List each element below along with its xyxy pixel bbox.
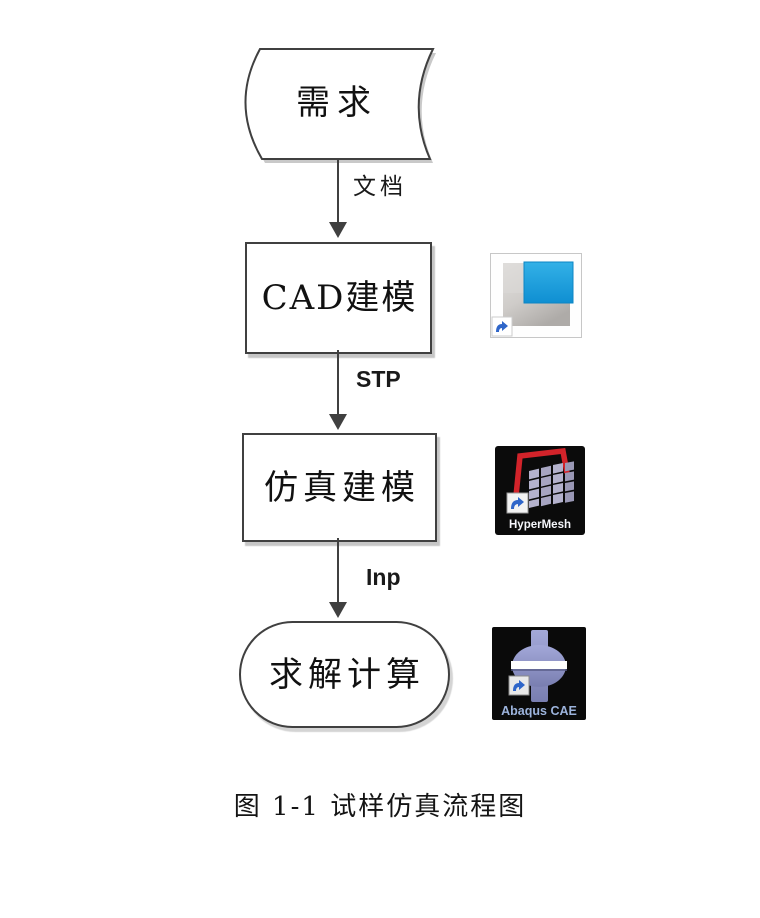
- edge-label-inp: Inp: [366, 564, 401, 590]
- blue-square: [523, 261, 574, 304]
- figure-caption: 图 1-1 试样仿真流程图: [233, 792, 527, 822]
- stored-data-shape: [244, 48, 436, 163]
- icon-label-abaqus: Abaqus CAE: [501, 704, 577, 718]
- nx-cad-app-icon: [490, 253, 582, 338]
- node-label-cad-modeling: CAD建模: [261, 278, 418, 318]
- icon-label-hypermesh: HyperMesh: [509, 519, 571, 531]
- edge-line-inp: [337, 538, 339, 603]
- node-cad-modeling: CAD建模: [245, 242, 432, 354]
- edge-line-doc: [337, 158, 339, 224]
- node-requirements: 需求: [234, 42, 440, 164]
- arrow-down-icon: [329, 414, 347, 430]
- red-frame: [513, 447, 570, 497]
- node-simulation-modeling: 仿真建模: [242, 433, 437, 542]
- shortcut-arrow-icon: [491, 316, 513, 337]
- shortcut-arrow-icon: [508, 675, 530, 696]
- hypermesh-app-icon: HyperMesh: [495, 446, 585, 535]
- mesh-grid: [529, 461, 574, 508]
- edge-label-stp: STP: [356, 366, 401, 392]
- arrow-down-icon: [329, 222, 347, 238]
- node-label-requirements: 需求: [296, 83, 378, 123]
- edge-label-doc: 文档: [353, 174, 407, 200]
- node-solve-compute: 求解计算: [239, 621, 450, 728]
- node-label-solve-compute: 求解计算: [269, 654, 425, 695]
- arrow-down-icon: [329, 602, 347, 618]
- edge-line-stp: [337, 350, 339, 415]
- shortcut-arrow-icon: [506, 492, 529, 514]
- node-label-simulation-modeling: 仿真建模: [264, 467, 420, 508]
- abaqus-cae-app-icon: Abaqus CAE: [492, 627, 586, 720]
